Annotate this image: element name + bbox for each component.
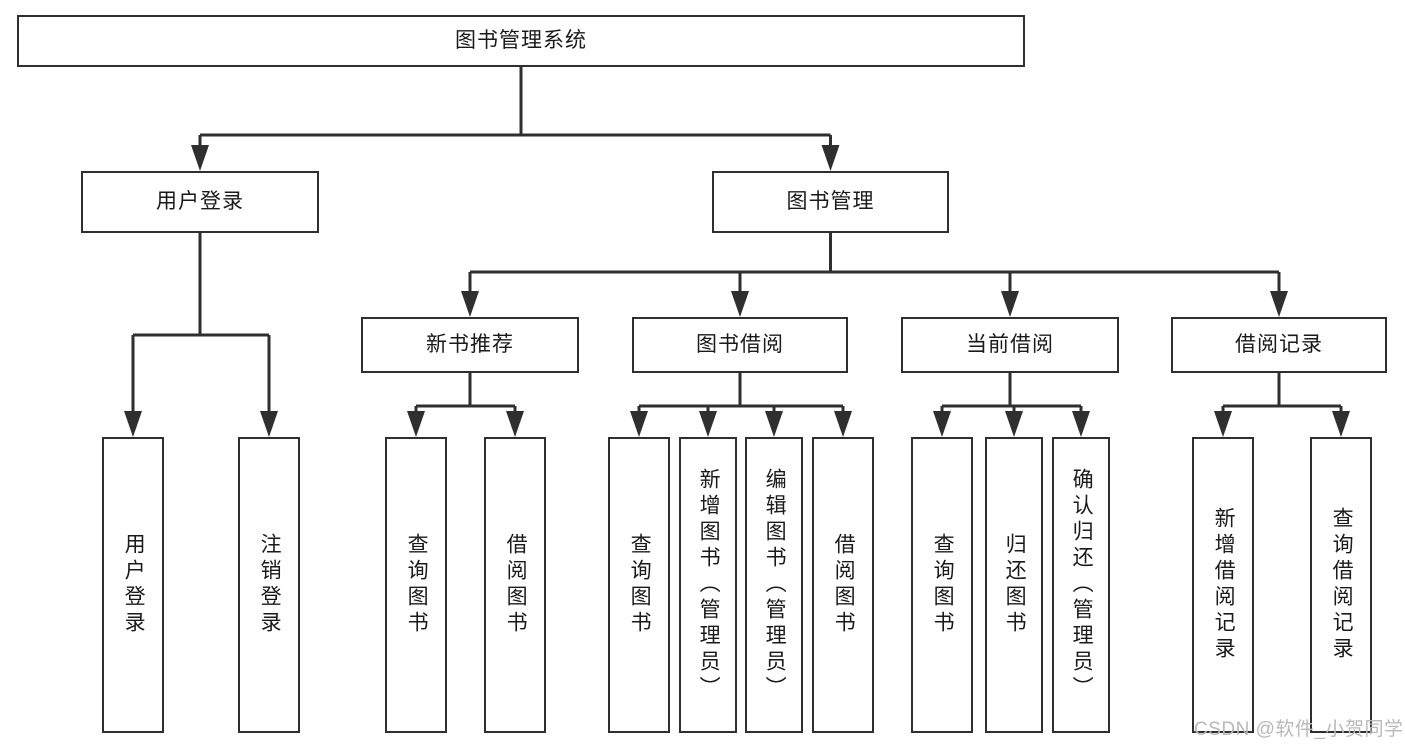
node-label: 当前借阅 [966,333,1054,357]
node-label: 新增图书（管理员） [697,468,721,702]
arrow-head [821,145,840,171]
node-label: 新书推荐 [426,333,514,357]
node-label: 查询图书 [628,533,652,637]
node-root[interactable]: 图书管理系统 [17,15,1025,67]
node-leaf-edit-book[interactable]: 编辑图书（管理员） [745,437,803,733]
arrow-head [461,291,479,317]
node-leaf-borrow-book[interactable]: 借阅图书 [812,437,874,733]
arrow-head [1270,291,1288,317]
arrow-head [1214,411,1232,437]
node-label: 查询借阅记录 [1330,507,1354,663]
node-label: 用户登录 [156,190,244,214]
arrow-head [933,411,951,437]
node-leaf-add-record[interactable]: 新增借阅记录 [1192,437,1254,733]
node-leaf-borrow-book-rec[interactable]: 借阅图书 [484,437,546,733]
node-leaf-query-record[interactable]: 查询借阅记录 [1310,437,1372,733]
arrow-head [731,291,749,317]
node-label: 编辑图书（管理员） [763,468,787,702]
arrow-head [506,411,524,437]
node-label: 图书管理系统 [455,29,587,53]
node-label: 查询图书 [405,533,429,637]
arrow-head [1001,291,1019,317]
node-label: 图书借阅 [696,333,784,357]
node-label: 归还图书 [1003,533,1027,637]
arrow-head [191,145,209,171]
arrow-head [1072,411,1090,437]
node-leaf-confirm-return[interactable]: 确认归还（管理员） [1052,437,1110,733]
node-leaf-query-book-borrow[interactable]: 查询图书 [608,437,670,733]
node-book-borrow[interactable]: 图书借阅 [632,317,848,373]
node-user-login[interactable]: 用户登录 [81,171,319,233]
arrow-head [699,411,717,437]
arrow-head [407,411,425,437]
node-leaf-user-login[interactable]: 用户登录 [102,437,164,733]
node-label: 借阅图书 [504,533,528,637]
arrow-head [1332,411,1350,437]
arrow-head [630,411,648,437]
node-label: 确认归还（管理员） [1070,468,1094,702]
node-leaf-return-book[interactable]: 归还图书 [985,437,1043,733]
node-leaf-add-book[interactable]: 新增图书（管理员） [679,437,737,733]
arrow-head [834,411,852,437]
watermark-label: CSDN @软件_小贺同学 [1194,719,1404,740]
node-label: 图书管理 [786,190,875,214]
node-leaf-logout[interactable]: 注销登录 [238,437,300,733]
arrow-head [1005,411,1023,437]
arrow-head [765,411,783,437]
node-label: 用户登录 [122,533,146,637]
node-label: 借阅图书 [832,533,856,637]
arrow-head [124,411,142,437]
node-label: 注销登录 [258,533,282,637]
node-label: 查询图书 [931,533,955,637]
arrow-head [260,411,278,437]
node-leaf-query-book-cur[interactable]: 查询图书 [911,437,973,733]
node-label: 新增借阅记录 [1212,507,1236,663]
node-book-manage[interactable]: 图书管理 [712,171,949,233]
node-leaf-query-book-rec[interactable]: 查询图书 [385,437,447,733]
node-label: 借阅记录 [1235,333,1323,357]
node-current-borrow[interactable]: 当前借阅 [901,317,1119,373]
node-borrow-record[interactable]: 借阅记录 [1171,317,1387,373]
node-new-book-rec[interactable]: 新书推荐 [361,317,579,373]
